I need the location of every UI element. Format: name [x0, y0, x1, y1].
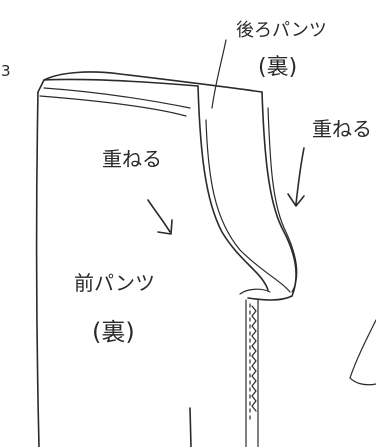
seam-line: [245, 299, 259, 447]
bottom-mark: [189, 407, 192, 447]
edge-mark: 3: [1, 62, 11, 80]
front-pants-label: 前パンツ: [74, 271, 155, 295]
front-pants-reverse-label: (裏): [92, 318, 135, 346]
back-pants-label: 後ろパンツ: [236, 20, 327, 41]
arrow-right: [287, 147, 305, 207]
overlap-label-left: 重ねる: [102, 147, 162, 171]
back-pants-piece: [43, 71, 298, 301]
overlap-label-right: 重ねる: [312, 117, 372, 141]
back-pants-reverse-label: (裏): [258, 55, 297, 80]
front-pants-piece: [35, 78, 269, 447]
back-pants-leader: [211, 39, 227, 109]
partial-piece: [349, 319, 376, 386]
arrow-left: [147, 199, 173, 235]
